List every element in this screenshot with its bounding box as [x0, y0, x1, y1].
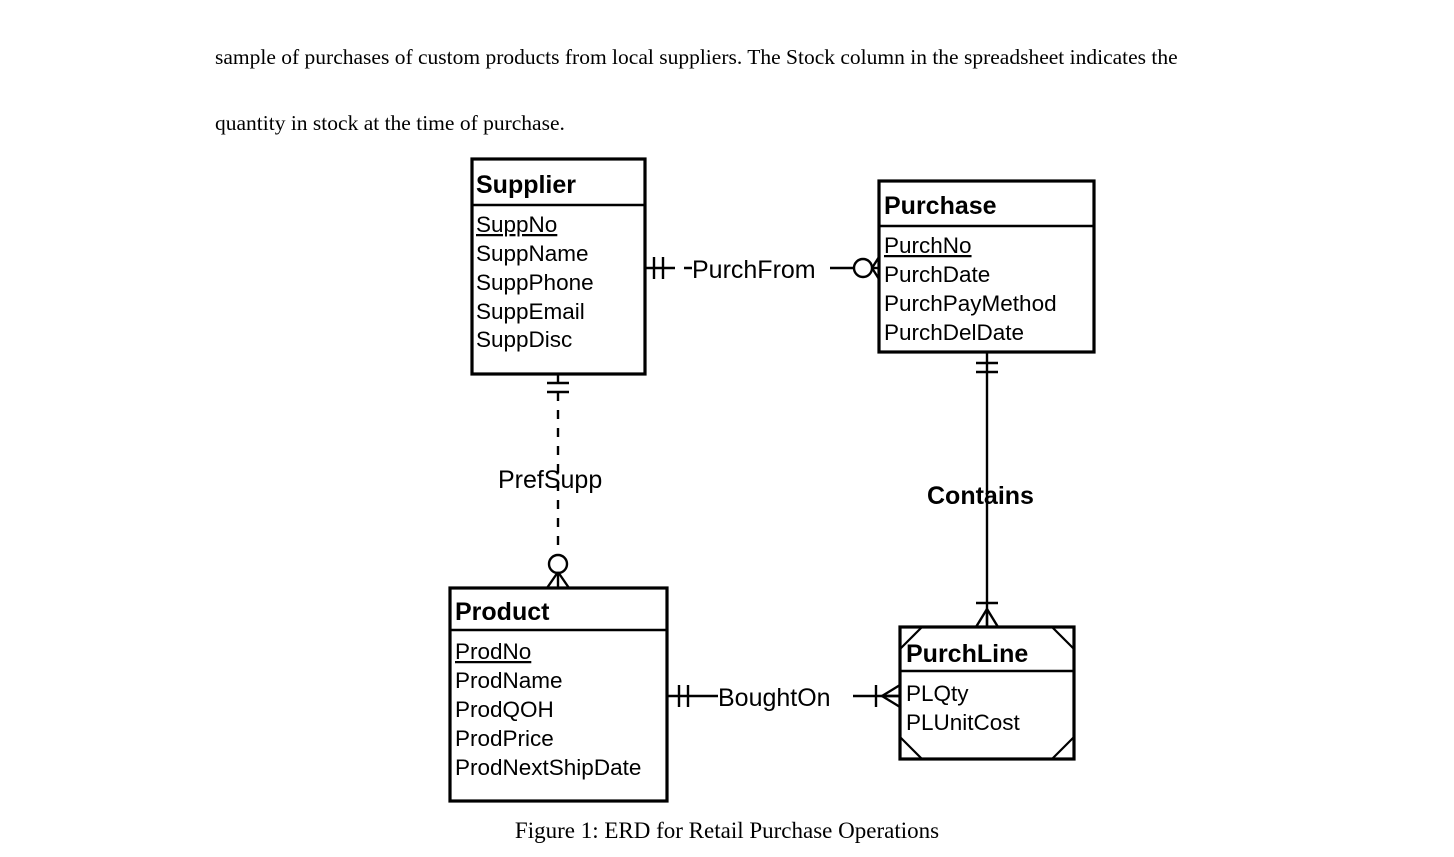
erd-svg: Supplier SuppNo SuppName SuppPhone SuppE…: [448, 157, 1096, 803]
boughton-crowsfoot-upper: [881, 683, 901, 698]
purchase-attribute: PurchPayMethod: [884, 291, 1057, 316]
entity-product[interactable]: Product ProdNo ProdName ProdQOH ProdPric…: [448, 586, 669, 803]
relationship-prefsupp[interactable]: PrefSupp: [498, 374, 602, 589]
entity-purchline[interactable]: PurchLine PLQty PLUnitCost: [898, 625, 1076, 761]
product-attribute-pk: ProdNo: [455, 639, 531, 664]
purchline-corner-cut-topright: [1051, 626, 1075, 650]
purchline-attribute: PLQty: [906, 681, 969, 706]
supplier-attribute: SuppName: [476, 241, 589, 266]
purchase-attribute-pk: PurchNo: [884, 233, 972, 258]
relationship-purchfrom[interactable]: PurchFrom: [645, 256, 881, 284]
entity-supplier[interactable]: Supplier SuppNo SuppName SuppPhone SuppE…: [470, 157, 647, 376]
figure-caption: Figure 1: ERD for Retail Purchase Operat…: [514, 818, 940, 843]
purchfrom-label: PurchFrom: [692, 256, 816, 284]
supplier-title: Supplier: [476, 171, 576, 199]
erd-diagram: Supplier SuppNo SuppName SuppPhone SuppE…: [0, 130, 1454, 830]
product-attribute: ProdName: [455, 668, 563, 693]
supplier-attribute: SuppEmail: [476, 299, 585, 324]
boughton-crowsfoot-lower: [881, 694, 901, 709]
purchline-corner-cut-bottomleft: [899, 736, 923, 760]
purchase-attribute: PurchDelDate: [884, 320, 1024, 345]
prefsupp-crowsfoot-left: [546, 571, 559, 589]
contains-crowsfoot-right: [985, 608, 1000, 628]
purchline-corner-cut-topleft: [899, 626, 923, 650]
contains-crowsfoot-left: [974, 608, 989, 628]
purchline-title: PurchLine: [906, 640, 1028, 668]
entity-purchase[interactable]: Purchase PurchNo PurchDate PurchPayMetho…: [877, 179, 1096, 354]
intro-paragraph: sample of purchases of custom products f…: [215, 45, 1178, 135]
prefsupp-label: PrefSupp: [498, 466, 602, 494]
purchase-attribute: PurchDate: [884, 262, 990, 287]
prefsupp-cardinality-zero-circle: [547, 553, 569, 575]
boughton-label: BoughtOn: [718, 684, 831, 712]
purchfrom-cardinality-zero-circle: [852, 257, 874, 279]
relationship-contains[interactable]: Contains: [927, 352, 1034, 628]
purchfrom-crowsfoot-upper: [870, 256, 881, 269]
purchfrom-crowsfoot-lower: [870, 267, 881, 280]
purchase-title: Purchase: [884, 192, 997, 220]
prefsupp-crowsfoot-right: [557, 571, 570, 589]
purchline-corner-cut-bottomright: [1051, 736, 1075, 760]
supplier-attribute-pk: SuppNo: [476, 212, 557, 237]
product-attribute: ProdNextShipDate: [455, 755, 641, 780]
product-attribute: ProdQOH: [455, 697, 554, 722]
supplier-attribute: SuppPhone: [476, 270, 594, 295]
supplier-attribute: SuppDisc: [476, 327, 572, 352]
product-attribute: ProdPrice: [455, 726, 554, 751]
purchline-attribute: PLUnitCost: [906, 710, 1021, 735]
contains-label: Contains: [927, 482, 1034, 510]
relationship-boughton[interactable]: BoughtOn: [667, 683, 901, 712]
product-title: Product: [455, 598, 550, 626]
